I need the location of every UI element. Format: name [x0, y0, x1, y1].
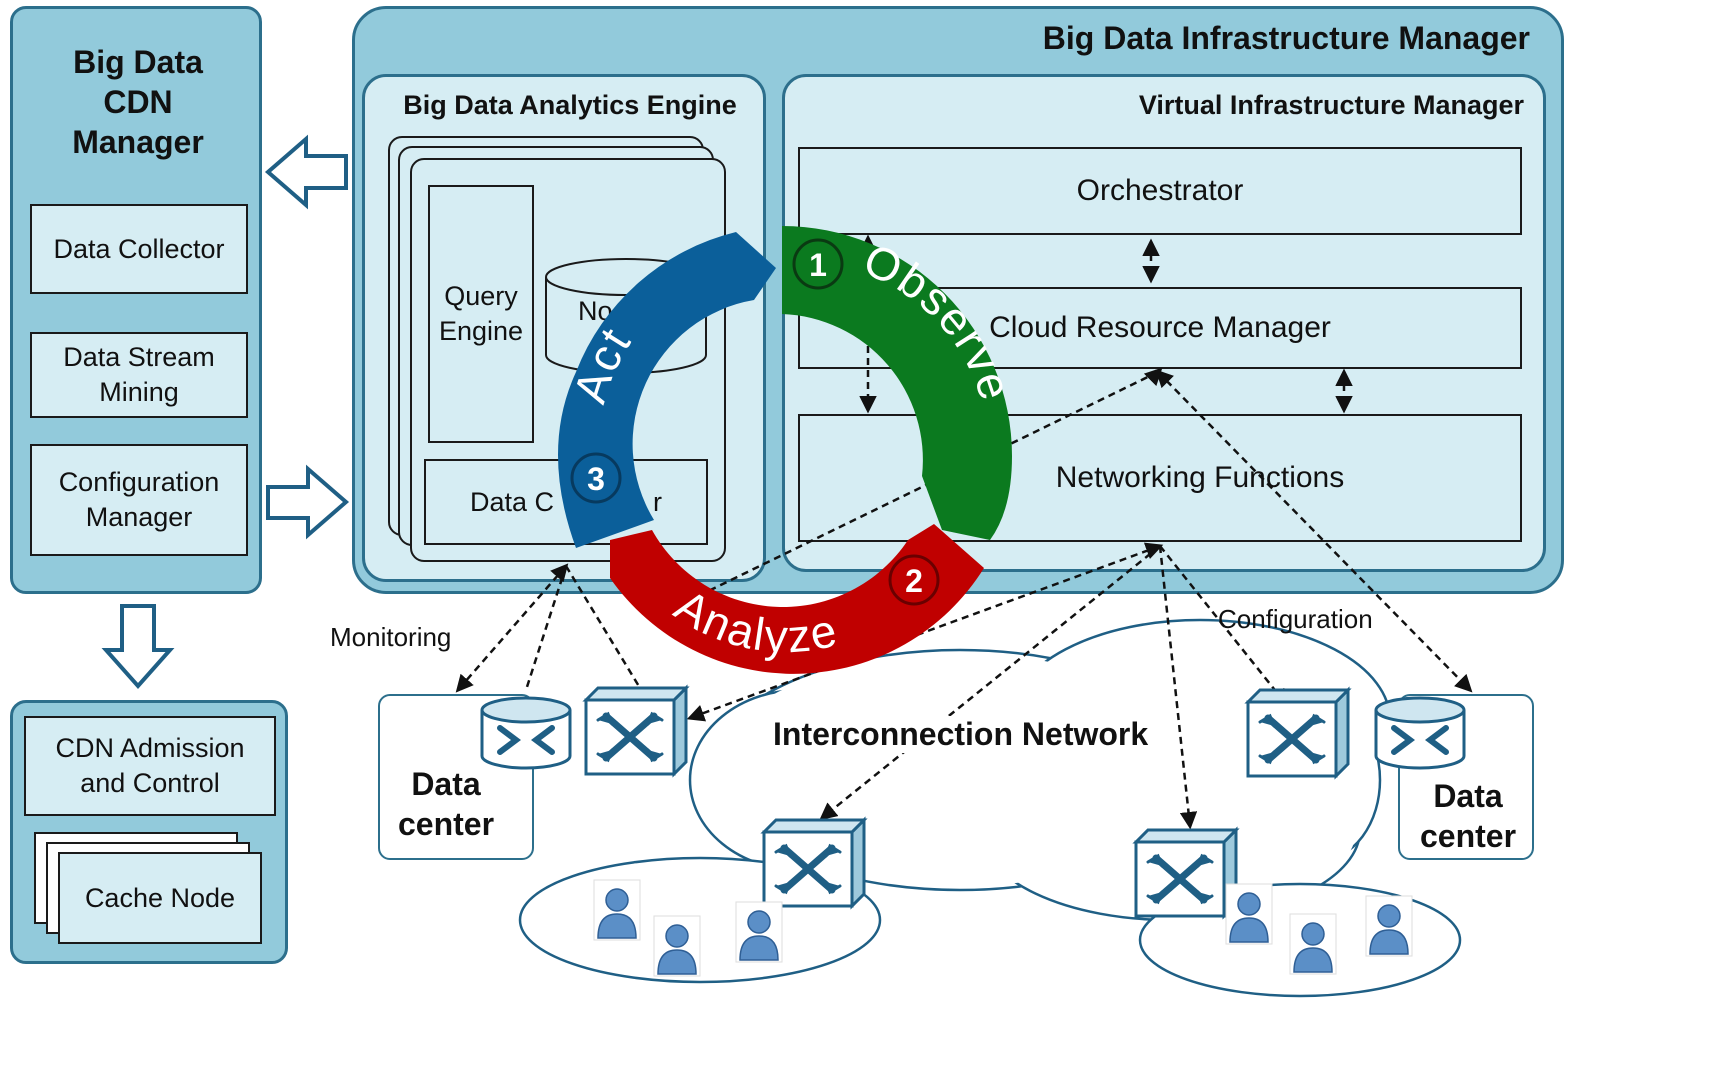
module-data-stream-mining[interactable]: Data Stream Mining — [30, 332, 248, 418]
interconnection-network-label: Interconnection Network — [770, 716, 1152, 753]
act-number-badge: 3 — [570, 452, 622, 504]
analyze-segment — [610, 524, 984, 674]
infrastructure-title: Big Data Infrastructure Manager — [1042, 20, 1530, 56]
analytics-engine-title: Big Data Analytics Engine — [403, 90, 737, 120]
datacenter-right-label: Data center — [1419, 778, 1517, 854]
collector-label-right: r — [653, 486, 662, 517]
vim-title: Virtual Infrastructure Manager — [1138, 90, 1524, 120]
orchestrator-box[interactable]: Orchestrator — [798, 147, 1522, 235]
module-configuration-manager[interactable]: Configuration Manager — [30, 444, 248, 556]
observe-number-badge: 1 — [792, 238, 844, 290]
analyze-label: Analyze — [666, 579, 841, 663]
module-data-collector[interactable]: Data Collector — [30, 204, 248, 294]
observe-segment — [782, 226, 1012, 540]
cdn-manager-title: Big Data CDN Manager — [72, 44, 204, 160]
datacenter-left-label: Data center — [397, 766, 495, 842]
monitoring-label: Monitoring — [330, 622, 452, 652]
svg-text:Analyze: Analyze — [666, 579, 843, 663]
svg-text:3: 3 — [587, 461, 605, 497]
cache-node-box[interactable]: Cache Node — [58, 852, 262, 944]
query-engine-box[interactable]: Query Engine — [428, 185, 534, 443]
collector-label-left: Data C — [470, 486, 555, 517]
analyze-number-badge: 2 — [888, 554, 940, 606]
configuration-label: Configuration — [1218, 604, 1373, 634]
hollow-arrow-icon — [101, 134, 350, 690]
svg-text:2: 2 — [905, 563, 923, 599]
svg-text:1: 1 — [809, 247, 827, 283]
cdn-admission-box[interactable]: CDN Admission and Control — [24, 716, 276, 816]
